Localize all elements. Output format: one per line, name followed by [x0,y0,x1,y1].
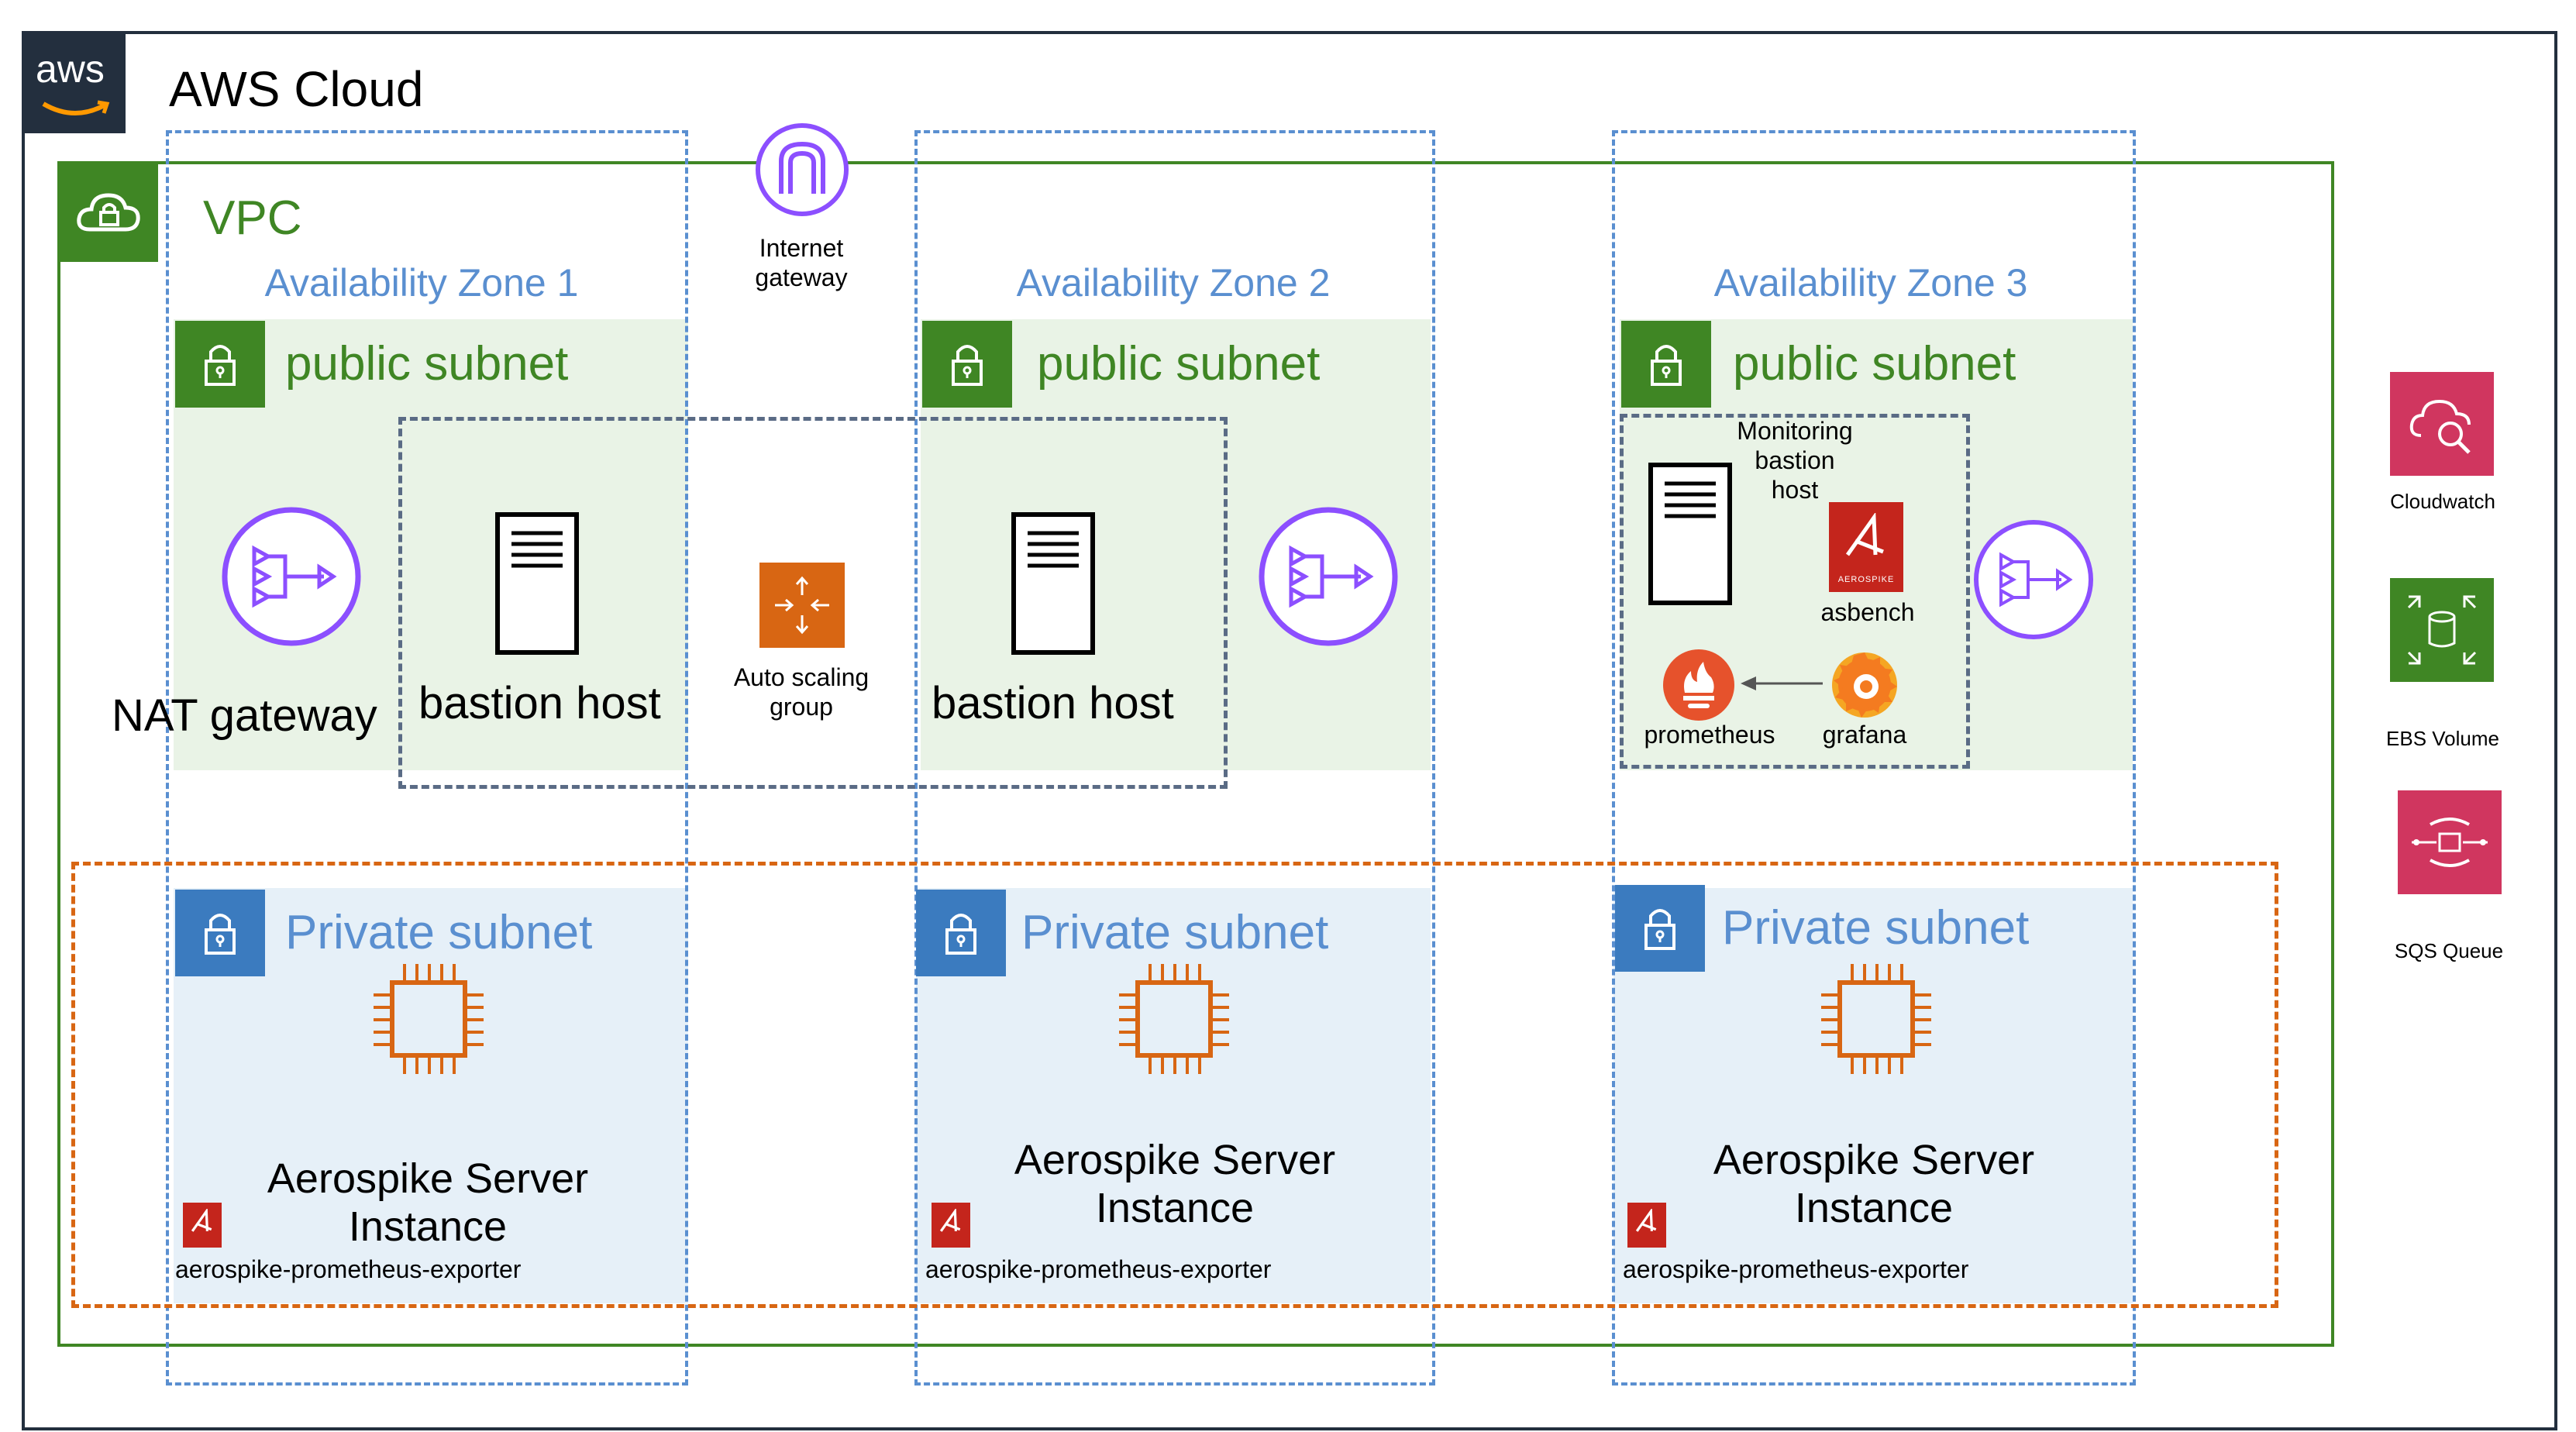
availability-zone-1 [166,130,688,1386]
grafana-label: grafana [1822,721,1907,749]
lock-icon [205,914,236,955]
availability-zone-3-label: Availability Zone 3 [1713,261,2028,305]
exporter-2-aerospike-logo [932,1203,970,1248]
grafana-to-prometheus-arrow [1741,676,1823,690]
private-subnet-2-label: Private subnet [1021,906,1329,959]
internet-gateway-icon [756,123,849,216]
auto-scaling-label-1: Auto scaling [733,663,870,691]
ebs-volume-cylinder-icon [2407,595,2477,665]
nat-gateway-3-icon [1974,520,2093,639]
bastion-host-1-server-icon [495,512,579,655]
cloudwatch-cloud-magnifier-icon [2409,399,2471,454]
lock-icon [1651,345,1682,386]
lock-icon [205,345,236,386]
aerospike-instance-3-label-2: Instance [1794,1185,1954,1231]
monitoring-server-icon [1648,463,1732,605]
availability-zone-3 [1612,130,2136,1386]
bastion-host-2-label: bastion host [932,678,1174,728]
cloudwatch-icon [2390,372,2494,476]
monitoring-label-1: Monitoring [1737,417,1853,445]
exporter-3-label: aerospike-prometheus-exporter [1623,1255,1969,1283]
lock-icon [952,345,983,386]
public-subnet-3-label: public subnet [1733,337,2016,391]
nat-gateway-label: NAT gateway [112,690,377,741]
aws-cloud-title: AWS Cloud [169,61,424,117]
aerospike-mark-icon [1845,513,1884,556]
ec2-instance-1-icon [374,964,484,1074]
vpc-label: VPC [203,191,302,245]
private-subnet-2-lock-tile [916,890,1006,976]
private-subnet-3-lock-tile [1615,885,1705,972]
monitoring-label-3: host [1771,476,1819,504]
aerospike-instance-2-label-2: Instance [1095,1185,1255,1231]
aerospike-instance-2-label-1: Aerospike Server [1014,1137,1336,1183]
private-subnet-1-lock-tile [175,890,265,976]
exporter-2-label: aerospike-prometheus-exporter [925,1255,1272,1283]
lock-icon [945,914,976,955]
ec2-instance-3-icon [1821,964,1931,1074]
internet-gateway-label-2: gateway [755,263,848,291]
asbench-aerospike-wordmark: AEROSPIKE [1837,575,1895,584]
ec2-instance-2-icon [1119,964,1229,1074]
monitoring-label-2: bastion [1755,446,1835,474]
aws-smile-icon [42,100,110,115]
sqs-queue-envelope-icon [2412,818,2488,867]
asbench-label: asbench [1820,598,1915,626]
aerospike-instance-1-label-2: Instance [348,1203,508,1250]
public-subnet-1-label: public subnet [285,337,569,391]
ebs-volume-label: EBS Volume [2386,727,2499,750]
internet-gateway-label-1: Internet [759,234,844,262]
public-subnet-3-lock-tile [1621,321,1711,408]
aerospike-mark-icon [939,1209,961,1232]
ebs-volume-icon [2390,578,2494,682]
auto-scaling-icon [759,563,845,648]
cloudwatch-label: Cloudwatch [2390,490,2495,513]
vpc-cloud-lock-icon [77,193,140,232]
exporter-3-aerospike-logo [1627,1203,1666,1248]
availability-zone-1-label: Availability Zone 1 [264,261,579,305]
aerospike-mark-icon [1635,1209,1657,1232]
availability-zone-2 [914,130,1435,1386]
monitoring-bastion-frame [1620,414,1970,769]
private-subnet-1-label: Private subnet [285,906,593,959]
auto-scaling-group-frame [398,417,1228,789]
sqs-queue-icon [2398,790,2502,894]
aws-cloud-frame [22,31,2557,1430]
bastion-host-1-label: bastion host [418,678,661,728]
bastion-host-2-server-icon [1011,512,1095,655]
private-subnet-3-label: Private subnet [1722,901,2030,955]
sqs-queue-label: SQS Queue [2394,939,2504,962]
auto-scaling-label-2: group [770,693,833,721]
public-subnet-2-label: public subnet [1037,337,1321,391]
aws-logo-text: aws [36,47,105,91]
prometheus-icon [1663,649,1734,721]
lock-icon [1644,909,1675,950]
nat-gateway-2-icon [1259,507,1398,646]
vpc-frame [57,161,2334,1347]
vpc-icon-tile [59,163,158,262]
aerospike-instance-3-label-1: Aerospike Server [1713,1137,2035,1183]
aerospike-instance-1-label-1: Aerospike Server [267,1155,589,1202]
public-subnet-2-lock-tile [922,321,1012,408]
aerospike-mark-icon [191,1209,212,1232]
aws-logo: aws [23,33,126,133]
public-subnet-1-lock-tile [175,321,265,408]
grafana-icon [1832,652,1897,718]
exporter-1-aerospike-logo [183,1203,222,1248]
asbench-aerospike-logo: AEROSPIKE [1829,502,1903,592]
prometheus-label: prometheus [1644,721,1775,749]
nat-gateway-1-icon [222,507,361,646]
availability-zone-2-label: Availability Zone 2 [1016,261,1331,305]
auto-scaling-arrows-icon [775,576,829,635]
exporter-1-label: aerospike-prometheus-exporter [175,1255,522,1283]
aerospike-cluster-group [71,862,2278,1308]
